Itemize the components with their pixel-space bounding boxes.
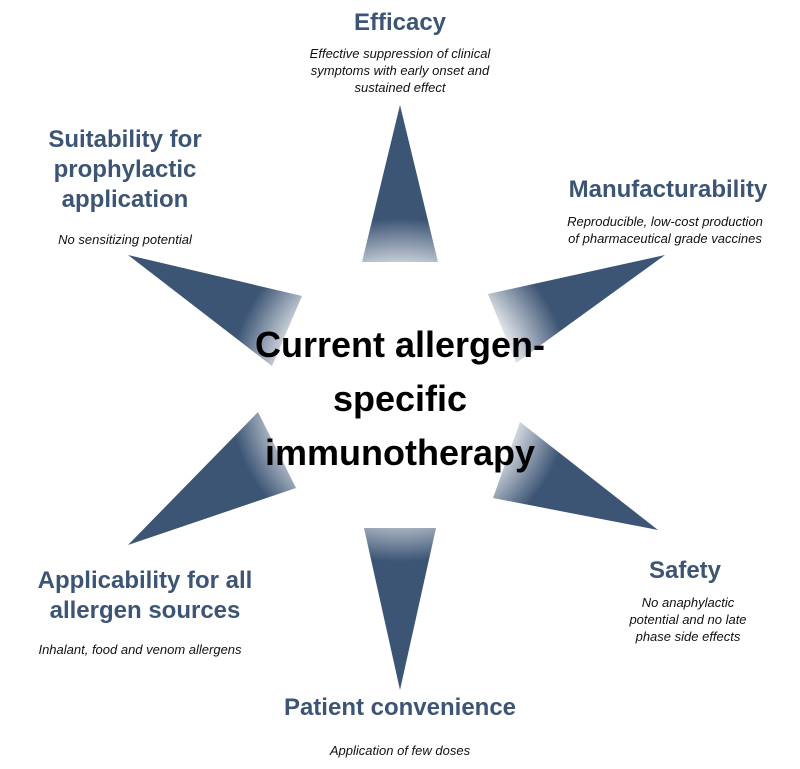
applicability-arm [128,412,296,545]
efficacy-description-line-2: symptoms with early onset and [310,63,490,78]
center-label: Current allergen- specific immunotherapy [195,318,605,480]
safety-title-line-1: Safety [648,557,722,584]
manufacturability-description-line-1: Reproducible, low-cost production [567,214,763,229]
patient-convenience-title: Patient convenience [250,693,550,723]
manufacturability-description-line-2: of pharmaceutical grade vaccines [568,231,762,246]
patient-convenience-title-line-1: Patient convenience [283,694,517,721]
efficacy-description: Effective suppression of clinical sympto… [270,45,530,96]
applicability-title: Applicability for all allergen sources [10,566,280,626]
center-label-line-2: specific [332,378,468,419]
applicability-description: Inhalant, food and venom allergens [10,641,270,658]
efficacy-title-line-1: Efficacy [353,9,447,36]
suitability-description: No sensitizing potential [20,231,230,248]
safety-arm [493,422,658,530]
patient-convenience-arm [364,528,436,690]
patient-convenience-description: Application of few doses [280,742,520,759]
safety-description-line-2: potential and no late [629,612,747,627]
manufacturability-arm [488,255,665,363]
suitability-title: Suitability for prophylactic application [20,125,230,215]
efficacy-title: Efficacy [305,8,495,38]
suitability-title-line-3: application [61,186,189,213]
safety-description: No anaphylactic potential and no late ph… [598,594,778,645]
center-label-line-1: Current allergen- [254,324,546,365]
manufacturability-title: Manufacturability [548,175,788,205]
suitability-arm [128,255,302,366]
suitability-title-line-1: Suitability for [48,126,202,153]
safety-description-line-3: phase side effects [635,629,741,644]
center-label-line-3: immunotherapy [264,432,536,473]
efficacy-description-line-1: Effective suppression of clinical [309,46,491,61]
manufacturability-description: Reproducible, low-cost production of pha… [540,213,790,247]
applicability-title-line-2: allergen sources [49,597,241,624]
safety-title: Safety [620,556,750,586]
suitability-description-line-1: No sensitizing potential [58,232,192,247]
patient-convenience-description-line-1: Application of few doses [329,743,471,758]
suitability-title-line-2: prophylactic [53,156,197,183]
manufacturability-title-line-1: Manufacturability [568,176,768,203]
safety-description-line-1: No anaphylactic [641,595,735,610]
efficacy-arm [362,105,438,262]
efficacy-description-line-3: sustained effect [354,80,446,95]
applicability-description-line-1: Inhalant, food and venom allergens [38,642,242,657]
applicability-title-line-1: Applicability for all [37,567,253,594]
star-arms [128,105,665,690]
